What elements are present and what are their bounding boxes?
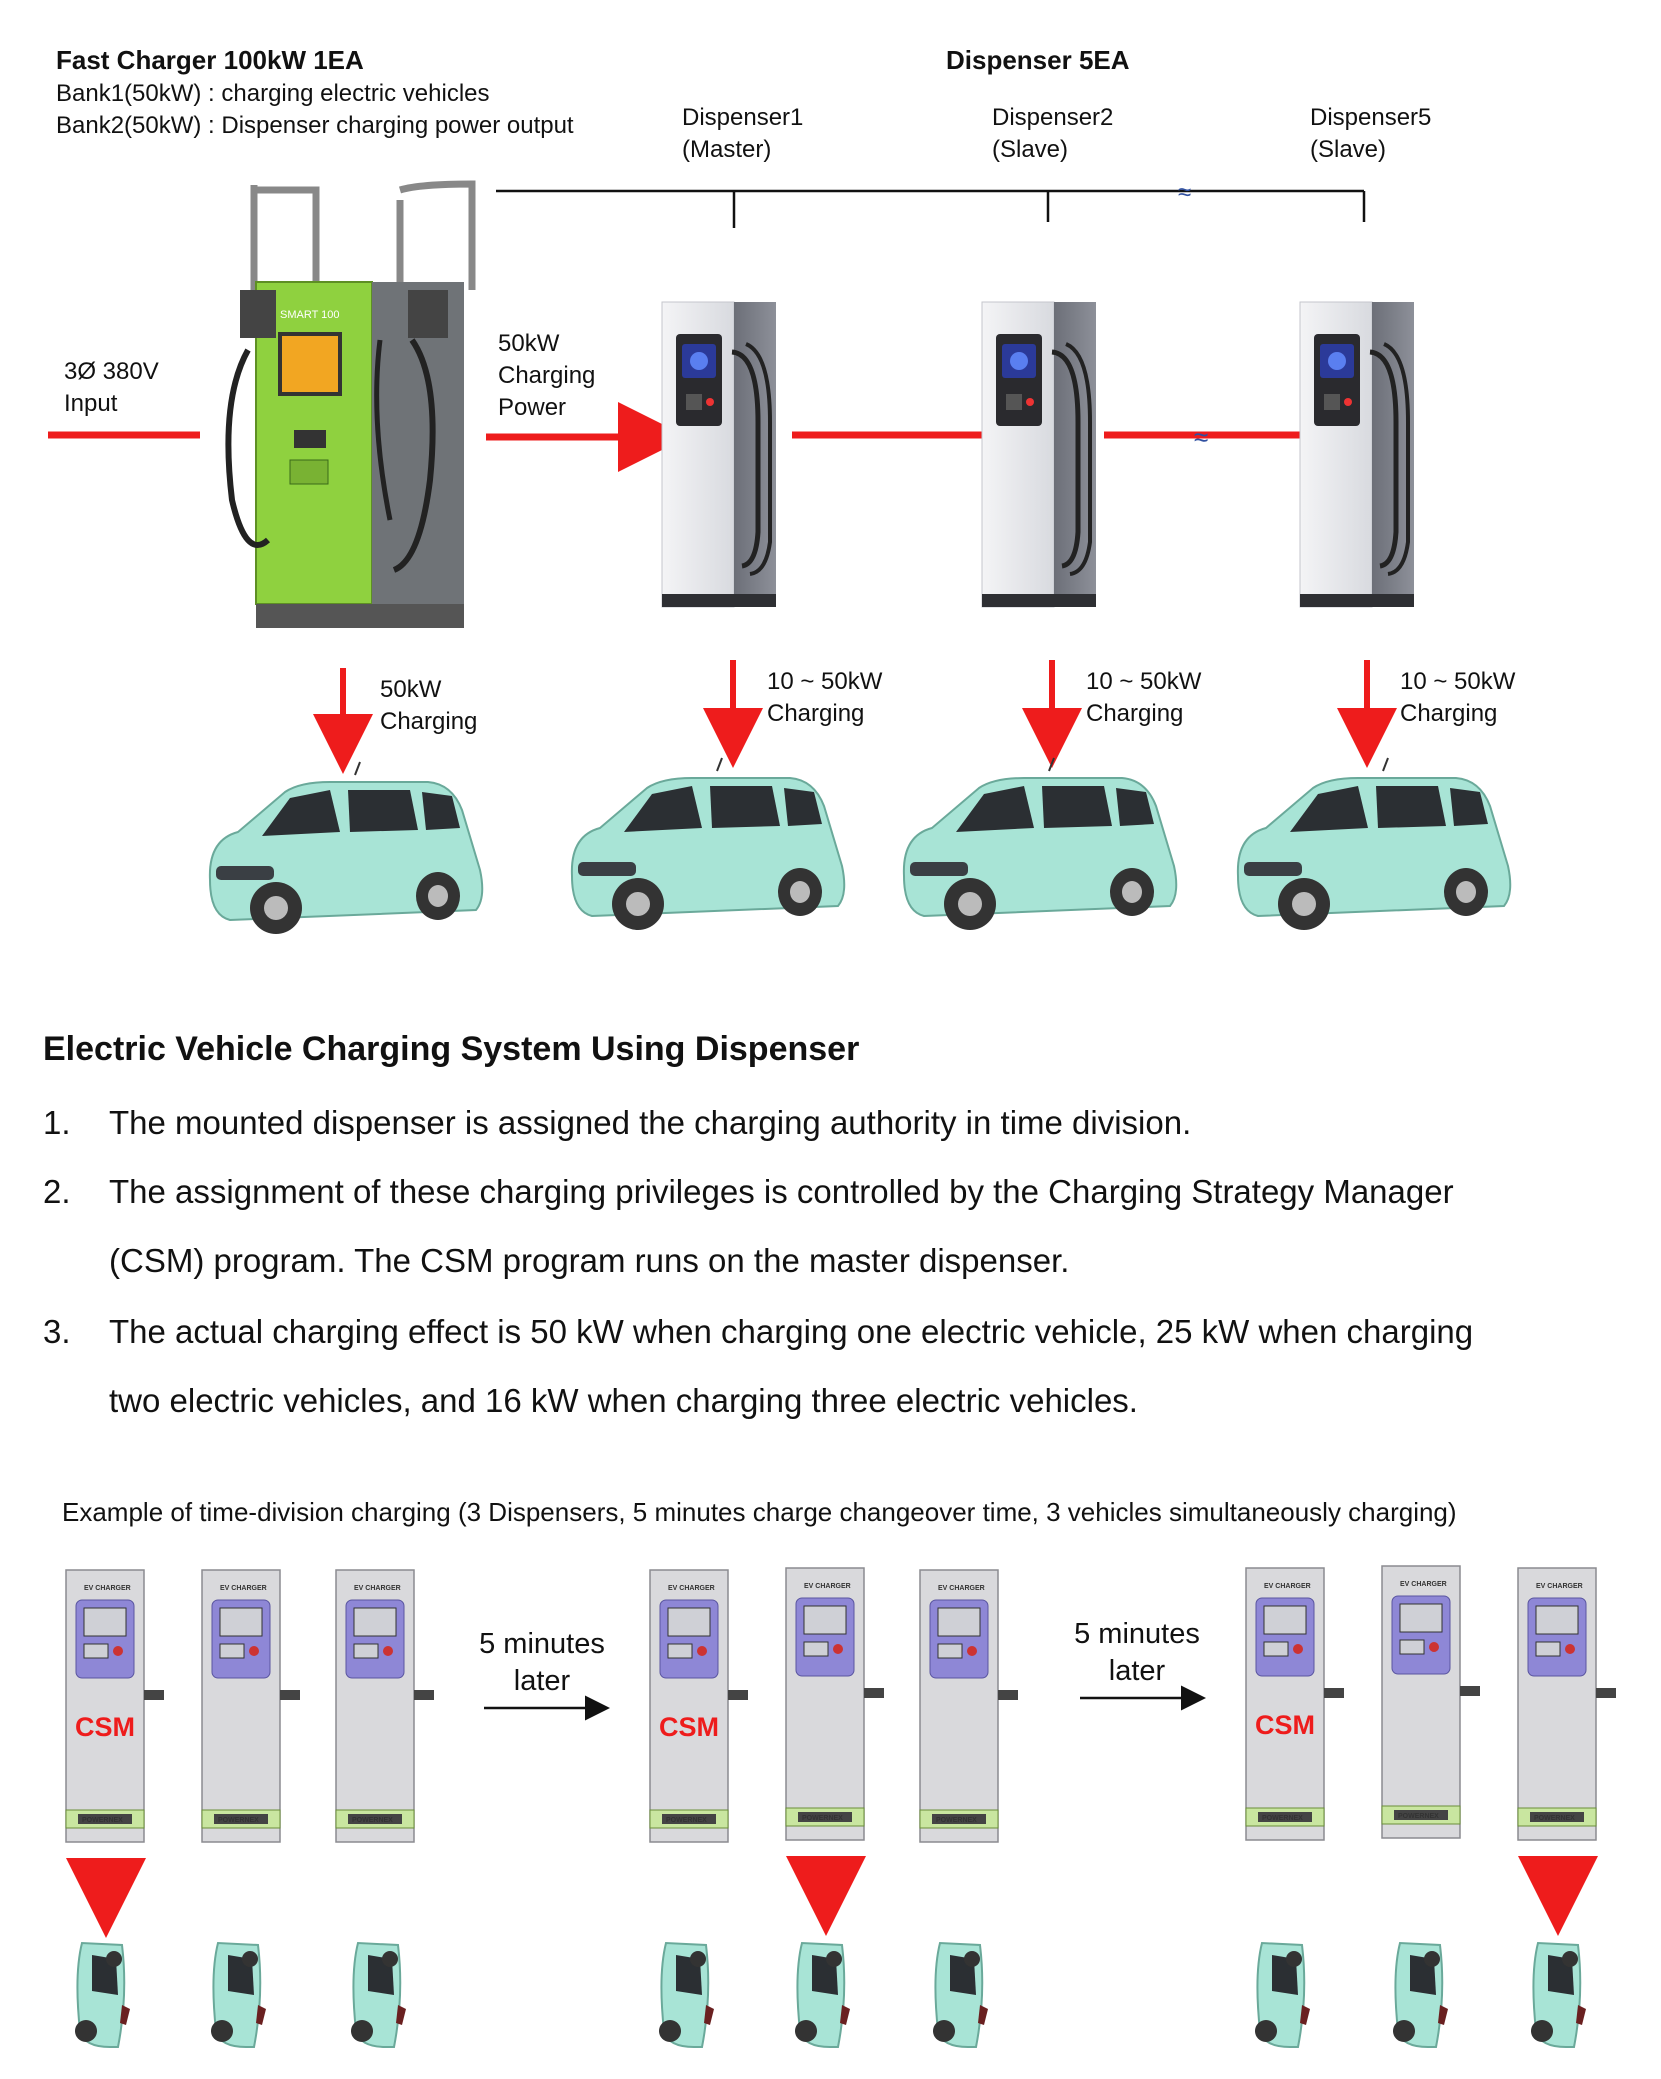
example3-dispenser-2 bbox=[1381, 1565, 1481, 1839]
bus-break-icon: ≈ bbox=[1178, 179, 1191, 206]
example-caption: Example of time-division charging (3 Dis… bbox=[62, 1497, 1457, 1527]
example2-dispenser-3 bbox=[919, 1569, 1019, 1843]
example-group-3 bbox=[1245, 1565, 1617, 2048]
power-break-icon: ≈ bbox=[1194, 422, 1208, 452]
example2-car-1 bbox=[658, 1942, 715, 2048]
label-top-1: EV CHARGER bbox=[84, 1585, 131, 1592]
label-top-8: EV CHARGER bbox=[1400, 1581, 1447, 1588]
example-group-1 bbox=[65, 1569, 435, 2048]
charger-screen-label: SMART 100 bbox=[280, 309, 340, 321]
bank1-description: Bank1(50kW) : charging electric vehicles bbox=[56, 80, 490, 107]
charging-label-3-line2: Charging bbox=[1086, 700, 1184, 727]
example1-car-3 bbox=[350, 1942, 407, 2048]
example1-dispenser-3 bbox=[335, 1569, 435, 1843]
car-1 bbox=[208, 761, 484, 935]
later-label-1-line1: 5 minutes bbox=[479, 1628, 605, 1660]
example-dispenser-labels: EV CHARGER EV CHARGER EV CHARGER EV CHAR… bbox=[82, 1581, 1583, 1824]
dispenser2-unit bbox=[982, 302, 1096, 607]
csm-label-1: CSM bbox=[75, 1712, 135, 1742]
example3-dispenser-1 bbox=[1245, 1567, 1345, 1841]
power-label-line3: Power bbox=[498, 394, 567, 421]
example3-dispenser-3 bbox=[1517, 1567, 1617, 1841]
power-label-line1: 50kW bbox=[498, 330, 560, 357]
dispenser1-name: Dispenser1 bbox=[682, 104, 804, 131]
brand-4: POWERNEX bbox=[666, 1817, 707, 1824]
dispenser1-unit bbox=[662, 302, 776, 607]
label-top-9: EV CHARGER bbox=[1536, 1583, 1583, 1590]
label-top-2: EV CHARGER bbox=[220, 1585, 267, 1592]
example1-car-1 bbox=[74, 1942, 131, 2048]
charging-label-4-line2: Charging bbox=[1400, 700, 1498, 727]
car-3 bbox=[902, 757, 1178, 931]
label-top-7: EV CHARGER bbox=[1264, 1583, 1311, 1590]
charging-label-1-line1: 50kW bbox=[380, 676, 442, 703]
dispenser5-role: (Slave) bbox=[1310, 136, 1387, 163]
later-label-1-line2: later bbox=[513, 1665, 571, 1697]
fast-charger-unit: SMART 100 bbox=[225, 180, 476, 628]
list-item-2-text: The assignment of these charging privile… bbox=[109, 1173, 1454, 1279]
dispenser5-name: Dispenser5 bbox=[1310, 104, 1432, 131]
example2-car-3 bbox=[932, 1942, 989, 2048]
label-top-6: EV CHARGER bbox=[938, 1585, 985, 1592]
list-item-1-number: 1. bbox=[43, 1104, 71, 1141]
car-4 bbox=[1236, 757, 1512, 931]
section-heading: Electric Vehicle Charging System Using D… bbox=[43, 1030, 860, 1068]
brand-9: POWERNEX bbox=[1534, 1815, 1575, 1822]
example3-car-2 bbox=[1392, 1942, 1449, 2048]
bank2-description: Bank2(50kW) : Dispenser charging power o… bbox=[56, 112, 574, 139]
example2-dispenser-1 bbox=[649, 1569, 749, 1843]
input-label-line2: Input bbox=[64, 390, 118, 417]
input-label-line1: 3Ø 380V bbox=[64, 358, 159, 385]
example2-dispenser-2 bbox=[785, 1567, 885, 1841]
list-item-2-number: 2. bbox=[43, 1173, 71, 1210]
charging-label-2-line1: 10 ~ 50kW bbox=[767, 668, 883, 695]
brand-5: POWERNEX bbox=[802, 1815, 843, 1822]
later-label-1: 5 minutes later bbox=[462, 1626, 622, 1700]
charging-label-1-line2: Charging bbox=[380, 708, 478, 735]
dispenser2-name: Dispenser2 bbox=[992, 104, 1114, 131]
dispenser2-role: (Slave) bbox=[992, 136, 1069, 163]
label-top-4: EV CHARGER bbox=[668, 1585, 715, 1592]
dispenser-title: Dispenser 5EA bbox=[946, 45, 1130, 75]
charging-label-4-line1: 10 ~ 50kW bbox=[1400, 668, 1516, 695]
dispenser5-unit bbox=[1300, 302, 1414, 607]
power-label-line2: Charging bbox=[498, 362, 596, 389]
example3-car-1 bbox=[1254, 1942, 1311, 2048]
example1-dispenser-1 bbox=[65, 1569, 165, 1843]
dispenser1-role: (Master) bbox=[682, 136, 772, 163]
example1-dispenser-2 bbox=[201, 1569, 301, 1843]
brand-7: POWERNEX bbox=[1262, 1815, 1303, 1822]
brand-6: POWERNEX bbox=[936, 1817, 977, 1824]
car-2 bbox=[570, 757, 846, 931]
brand-3: POWERNEX bbox=[352, 1817, 393, 1824]
list-item-3-text: The actual charging effect is 50 kW when… bbox=[109, 1313, 1474, 1419]
example2-car-2 bbox=[794, 1942, 851, 2048]
fast-charger-title: Fast Charger 100kW 1EA bbox=[56, 45, 364, 75]
later-label-2: 5 minutes later bbox=[1057, 1616, 1217, 1690]
list-item-1-text: The mounted dispenser is assigned the ch… bbox=[109, 1104, 1192, 1141]
charging-label-2-line2: Charging bbox=[767, 700, 865, 727]
charging-label-3-line1: 10 ~ 50kW bbox=[1086, 668, 1202, 695]
example3-car-3 bbox=[1530, 1942, 1587, 2048]
brand-2: POWERNEX bbox=[218, 1817, 259, 1824]
label-top-5: EV CHARGER bbox=[804, 1583, 851, 1590]
example-group-2 bbox=[649, 1567, 1019, 2048]
list-item-3-number: 3. bbox=[43, 1313, 71, 1350]
example1-car-2 bbox=[210, 1942, 267, 2048]
later-label-2-line2: later bbox=[1108, 1655, 1166, 1687]
later-label-2-line1: 5 minutes bbox=[1074, 1618, 1200, 1650]
csm-label-2: CSM bbox=[659, 1712, 719, 1742]
brand-8: POWERNEX bbox=[1398, 1813, 1439, 1820]
label-top-3: EV CHARGER bbox=[354, 1585, 401, 1592]
csm-label-3: CSM bbox=[1255, 1710, 1315, 1740]
brand-1: POWERNEX bbox=[82, 1817, 123, 1824]
